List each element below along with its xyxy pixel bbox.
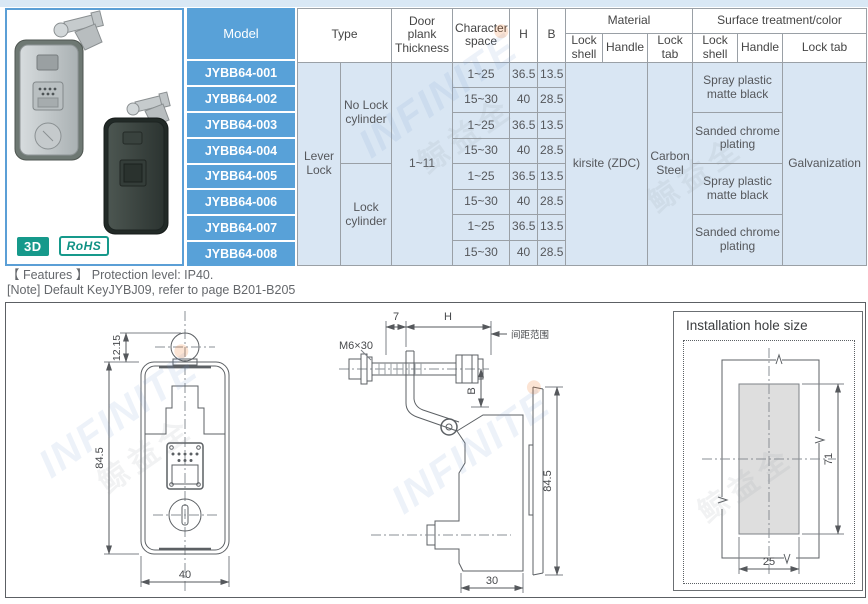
cell-surface-5-6: Spray plastic matte black — [692, 163, 784, 216]
product-lock-dark — [103, 91, 171, 235]
cell-h: 40 — [509, 188, 539, 216]
cell-material-lock-tab: Carbon Steel — [647, 61, 694, 267]
cell-b: 28.5 — [537, 137, 567, 165]
model-cell: JYBB64-008 — [187, 242, 295, 266]
cell-character-space: 1~25 — [452, 112, 511, 139]
product-image-panel: 3D RoHS — [5, 8, 184, 266]
model-cell: JYBB64-007 — [187, 216, 295, 241]
model-column: Model JYBB64-001 JYBB64-002 JYBB64-003 J… — [187, 8, 295, 266]
model-header: Model — [187, 8, 295, 59]
subheader-material-lock-tab: Lock tab — [647, 33, 694, 63]
col-header-thickness: Door plank Thickness — [391, 8, 454, 63]
col-header-surface: Surface treatment/color — [692, 8, 868, 34]
subheader-material-handle: Handle — [602, 33, 649, 63]
spec-table-wrap: Type Door plank Thickness Character spac… — [296, 8, 868, 267]
top-strip — [0, 0, 868, 7]
cell-surface-1-2: Spray plastic matte black — [692, 61, 784, 114]
front-dim-height: 84.5 — [94, 447, 106, 468]
install-dim-height: 71 — [823, 453, 835, 465]
cell-thickness: 1~11 — [391, 61, 454, 267]
cell-type-cylinder: Lock cylinder — [339, 163, 393, 266]
installation-title: Installation hole size — [686, 318, 808, 333]
side-dim-b: B — [466, 387, 478, 394]
front-dim-width: 40 — [179, 569, 191, 581]
col-header-character-space: Character space — [452, 8, 511, 63]
cell-character-space: 1~25 — [452, 214, 511, 241]
cell-character-space: 15~30 — [452, 239, 511, 267]
col-header-h: H — [509, 8, 539, 63]
installation-hole-panel: Installation hole size — [673, 311, 863, 591]
side-view-drawing: 7 H 间距范围 M6×30 B 84.5 30 — [339, 311, 563, 593]
cell-b: 28.5 — [537, 188, 567, 216]
cell-surface-7-8: Sanded chrome plating — [692, 214, 784, 266]
front-dim-offset: 12.15 — [111, 335, 123, 361]
cell-character-space: 1~25 — [452, 163, 511, 190]
cell-type-no-cylinder: No Lock cylinder — [339, 61, 393, 165]
installation-drawing: 71 25 — [702, 348, 844, 574]
col-header-material: Material — [565, 8, 694, 34]
side-bolt-label: M6×30 — [339, 340, 373, 352]
side-dim-h: H — [444, 311, 452, 323]
model-cell: JYBB64-003 — [187, 112, 295, 137]
cell-b: 13.5 — [537, 214, 567, 241]
cell-b: 28.5 — [537, 239, 567, 267]
subheader-surface-lock-shell: Lock shell — [692, 33, 739, 63]
technical-drawings-box: 12.15 84.5 40 — [5, 302, 866, 598]
cell-h: 36.5 — [509, 61, 539, 89]
3d-badge: 3D — [17, 236, 49, 256]
cell-character-space: 15~30 — [452, 87, 511, 114]
cell-surface-lock-tab: Galvanization — [782, 61, 868, 267]
subheader-surface-lock-tab: Lock tab — [782, 33, 868, 63]
cell-character-space: 1~25 — [452, 61, 511, 89]
cell-character-space: 15~30 — [452, 188, 511, 216]
cell-h: 40 — [509, 137, 539, 165]
cell-b: 13.5 — [537, 112, 567, 139]
side-spacing-range-label: 间距范围 — [511, 329, 549, 341]
col-header-b: B — [537, 8, 567, 63]
features-line: 【 Features 】 Protection level: IP40. — [7, 268, 214, 282]
cell-character-space: 15~30 — [452, 137, 511, 165]
cell-material-shell-handle: kirsite (ZDC) — [565, 61, 649, 267]
cell-b: 28.5 — [537, 87, 567, 114]
cell-h: 36.5 — [509, 112, 539, 139]
front-view-drawing: 12.15 84.5 40 — [94, 311, 230, 593]
badge-row: 3D RoHS — [17, 236, 110, 256]
cell-b: 13.5 — [537, 163, 567, 190]
model-cell: JYBB64-001 — [187, 61, 295, 85]
notes-block: 【 Features 】 Protection level: IP40. [No… — [7, 268, 295, 298]
side-dim-height: 84.5 — [542, 470, 554, 491]
install-dim-width: 25 — [763, 556, 775, 568]
cell-type-main: Lever Lock — [297, 61, 341, 267]
cell-h: 36.5 — [509, 163, 539, 190]
col-header-type: Type — [296, 8, 393, 63]
installation-dotted-frame — [683, 340, 855, 584]
spec-table: Type Door plank Thickness Character spac… — [296, 8, 868, 267]
model-cell: JYBB64-005 — [187, 164, 295, 189]
cell-h: 40 — [509, 239, 539, 267]
rohs-badge: RoHS — [58, 236, 110, 256]
product-lock-light — [14, 10, 104, 161]
model-cell: JYBB64-004 — [187, 138, 295, 163]
cell-b: 13.5 — [537, 61, 567, 89]
note-line: [Note] Default KeyJYBJ09, refer to page … — [7, 283, 296, 297]
subheader-surface-handle: Handle — [737, 33, 784, 63]
cell-h: 36.5 — [509, 214, 539, 241]
model-cell: JYBB64-002 — [187, 86, 295, 111]
cell-h: 40 — [509, 87, 539, 114]
product-images — [14, 10, 171, 235]
model-cell: JYBB64-006 — [187, 190, 295, 215]
side-dim-seven: 7 — [393, 311, 399, 323]
side-dim-depth: 30 — [486, 575, 498, 587]
subheader-material-lock-shell: Lock shell — [565, 33, 604, 63]
cell-surface-3-4: Sanded chrome plating — [692, 112, 784, 165]
